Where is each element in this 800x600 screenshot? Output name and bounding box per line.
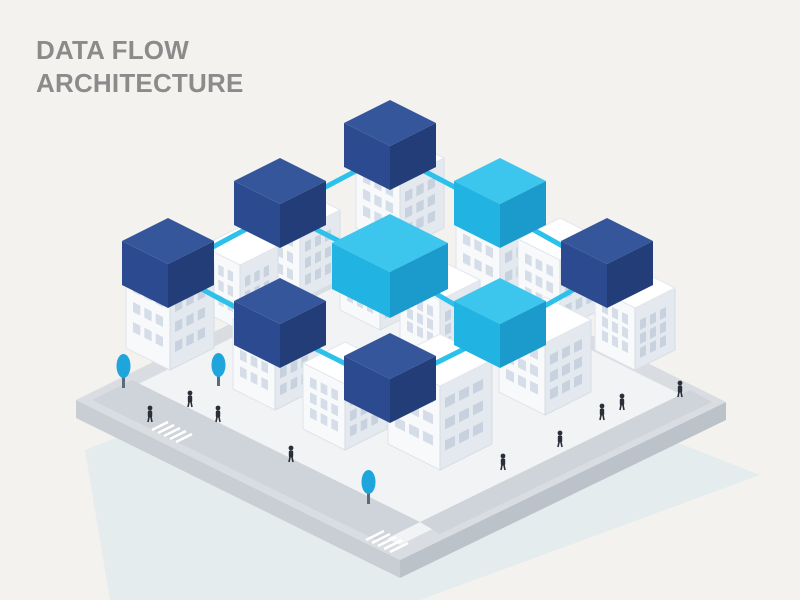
tree (116, 354, 131, 388)
pedestrian (288, 445, 294, 463)
data-node-cube (344, 100, 436, 190)
data-node-cube (344, 333, 436, 423)
data-node-cube (454, 278, 546, 368)
pedestrian (557, 430, 563, 448)
pedestrian (677, 380, 683, 398)
pedestrian (500, 453, 506, 471)
tree (361, 470, 376, 504)
diagram-title: DATA FLOW ARCHITECTURE (36, 34, 244, 100)
road-left (92, 380, 420, 542)
pedestrian (619, 393, 625, 411)
pedestrian (599, 403, 605, 421)
data-node-cube (454, 158, 546, 248)
pedestrian (187, 390, 193, 408)
platform-side-left (76, 400, 400, 578)
pedestrian (215, 405, 221, 423)
data-node-cube (234, 158, 326, 248)
crosswalk-bottom (365, 529, 409, 554)
title-line-1: DATA FLOW (36, 35, 189, 65)
crosswalk-left (151, 420, 193, 444)
data-node-cube (234, 278, 326, 368)
title-line-2: ARCHITECTURE (36, 68, 244, 98)
data-node-cube (122, 218, 214, 308)
pedestrian (147, 405, 153, 423)
data-node-cube (332, 214, 448, 318)
platform-side-right (400, 402, 726, 578)
road-right (420, 390, 712, 534)
data-node-cube (561, 218, 653, 308)
tree (211, 353, 226, 386)
